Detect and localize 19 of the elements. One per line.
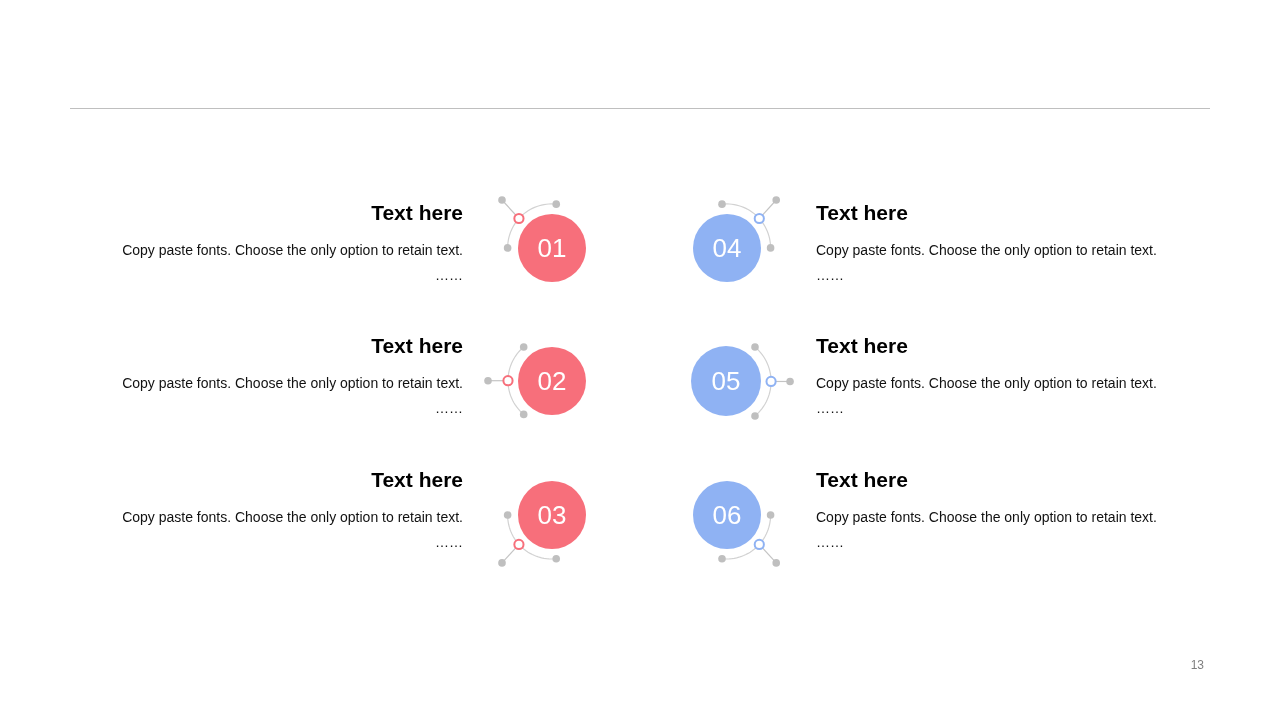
item-description: Copy paste fonts. Choose the only option to retain text. …… xyxy=(121,374,463,418)
item-heading: Text here xyxy=(370,467,463,493)
item-description: Copy paste fonts. Choose the only option to retain text. …… xyxy=(816,241,1158,285)
item-heading: Text here xyxy=(816,467,909,493)
item-heading: Text here xyxy=(816,333,909,359)
item-description: Copy paste fonts. Choose the only option to retain text. …… xyxy=(121,241,463,285)
number-circle: 04 xyxy=(693,214,761,282)
number-circle: 02 xyxy=(518,347,586,415)
item-description: Copy paste fonts. Choose the only option to retain text. …… xyxy=(816,508,1158,552)
item-description: Copy paste fonts. Choose the only option to retain text. …… xyxy=(121,508,463,552)
item-description: Copy paste fonts. Choose the only option to retain text. …… xyxy=(816,374,1158,418)
item-heading: Text here xyxy=(370,333,463,359)
number-circle: 05 xyxy=(691,346,761,416)
item-heading: Text here xyxy=(370,200,463,226)
page-number: 13 xyxy=(1189,657,1204,673)
number-circle: 03 xyxy=(518,481,586,549)
number-circle: 06 xyxy=(693,481,761,549)
number-circle: 01 xyxy=(518,214,586,282)
item-heading: Text here xyxy=(816,200,909,226)
